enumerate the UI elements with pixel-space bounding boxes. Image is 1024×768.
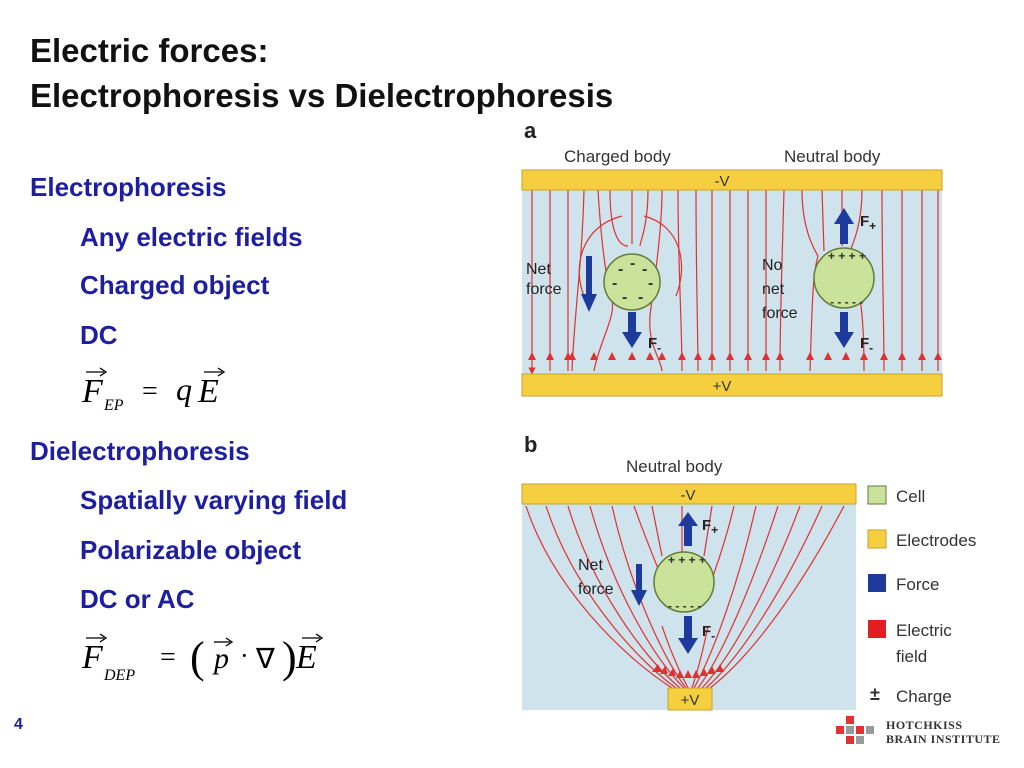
dep-item-1: Spatially varying field [80, 485, 348, 515]
hotchkiss-logo-icon [836, 716, 874, 744]
svg-text:p: p [212, 642, 229, 675]
panel-a-top-electrode [521, 169, 943, 191]
panel-a-no-label: No [762, 257, 783, 274]
svg-text:DEP: DEP [103, 667, 135, 684]
panel-a-charged-force-arrow [622, 312, 642, 348]
panel-b-field-arrowheads [652, 664, 724, 678]
legend-electrodes: Electrodes [896, 531, 976, 550]
logo-line-1: HOTCHKISS [886, 718, 963, 732]
panel-a-neutral-cell [813, 247, 875, 309]
panel-b-positive-charges: + + + + [668, 553, 706, 567]
svg-text:F: F [81, 639, 104, 676]
legend-field: field [896, 647, 927, 666]
panel-a-net-label: net [762, 281, 785, 298]
svg-text:·: · [240, 641, 249, 670]
panel-a-negative-charges: --- -- -- [612, 255, 653, 306]
panel-a-neutral-body-label: Neutral body [784, 147, 881, 166]
dep-item-2: Polarizable object [80, 535, 302, 565]
heading-dielectrophoresis: Dielectrophoresis [30, 436, 250, 466]
panel-b-force-up [678, 512, 698, 546]
dielectrophoresis-figure: a Charged body Neutral body [521, 118, 976, 711]
svg-text:(: ( [190, 633, 205, 682]
svg-text:-: - [642, 261, 647, 278]
panel-a-charged-cell [603, 253, 661, 311]
legend-charge: Charge [896, 687, 952, 706]
legend-swatch-cell [867, 485, 887, 505]
panel-a-f-minus-right: F- [860, 335, 873, 355]
panel-a-charged-body-label: Charged body [564, 147, 671, 166]
equation-dielectrophoresis: F DEP = ( p · ∇ ) E [81, 633, 324, 684]
panel-b-negative-charges: - - - - - [668, 599, 701, 613]
svg-text:∇: ∇ [255, 644, 275, 675]
panel-a-bottom-electrode-label: +V [713, 378, 732, 395]
heading-electrophoresis: Electrophoresis [30, 172, 227, 202]
panel-a-bottom-electrode [521, 373, 943, 397]
ep-item-2: Charged object [80, 270, 270, 300]
panel-b-net-force-arrow [631, 564, 647, 606]
logo-line-2: BRAIN INSTITUTE [886, 732, 1001, 746]
panel-b-neutral-cell [653, 551, 715, 613]
panel-a-net-label-1: Net [526, 261, 551, 278]
panel-a-net-label-2: force [526, 281, 562, 298]
panel-a-label: a [524, 118, 537, 143]
panel-a-field-region [522, 190, 942, 376]
equation-electrophoresis: F EP = q E [81, 367, 226, 414]
panel-a-f-minus-left: F- [648, 335, 661, 355]
svg-text:-: - [648, 275, 653, 292]
panel-b-f-plus: F+ [702, 517, 718, 537]
panel-a-field-arrowheads [528, 352, 942, 360]
svg-text:E: E [295, 639, 317, 676]
svg-text:-: - [630, 255, 635, 272]
svg-text:-: - [622, 289, 627, 306]
panel-b-f-minus: F- [702, 623, 715, 643]
legend-swatch-field [868, 620, 886, 638]
panel-a-neutral-negative: - - - - - [830, 295, 863, 309]
title-line-1: Electric forces: [30, 32, 269, 69]
panel-a-field-lines [528, 189, 939, 375]
svg-text:): ) [282, 633, 297, 682]
ep-item-3: DC [80, 320, 118, 350]
panel-b-bottom-electrode [667, 687, 713, 711]
legend-swatch-electrodes [867, 529, 887, 549]
ep-item-1: Any electric fields [80, 222, 303, 252]
panel-a-net-force-arrow [581, 256, 597, 312]
svg-text:q: q [176, 371, 192, 407]
svg-text:EP: EP [103, 397, 124, 414]
panel-a-top-electrode-label: -V [715, 173, 730, 190]
panel-b-top-electrode-label: -V [681, 487, 696, 504]
dep-item-3: DC or AC [80, 584, 195, 614]
svg-text:-: - [638, 289, 643, 306]
slide-title: Electric forces: Electrophoresis vs Diel… [30, 28, 613, 118]
panel-a-neutral-force-up [834, 208, 854, 244]
svg-text:F: F [81, 373, 104, 410]
panel-b-net-label-1: Net [578, 557, 603, 574]
legend: Cell Electrodes Force Electric field ± C… [867, 485, 976, 706]
panel-a-force-label: force [762, 305, 798, 322]
svg-text:=: = [142, 376, 158, 407]
legend-swatch-force [868, 574, 886, 592]
svg-text:E: E [197, 373, 219, 410]
panel-a-f-plus: F+ [860, 213, 876, 233]
panel-a-neutral-force-down [834, 312, 854, 348]
panel-b-label: b [524, 432, 537, 457]
svg-text:=: = [160, 642, 176, 673]
panel-b-neutral-body-label: Neutral body [626, 457, 723, 476]
legend-cell: Cell [896, 487, 925, 506]
title-line-2: Electrophoresis vs Dielectrophoresis [30, 77, 614, 114]
panel-b-net-label-2: force [578, 581, 614, 598]
svg-text:-: - [618, 261, 623, 278]
panel-b-bottom-electrode-label: +V [681, 692, 700, 709]
legend-electric: Electric [896, 621, 952, 640]
panel-b-force-down [678, 616, 698, 654]
panel-b-top-electrode [521, 483, 857, 505]
svg-text:-: - [612, 275, 617, 292]
panel-a-neutral-positive: + + + + [828, 249, 866, 263]
legend-charge-symbol: ± [870, 684, 880, 704]
legend-force: Force [896, 575, 939, 594]
slide-number: 4 [14, 716, 23, 733]
